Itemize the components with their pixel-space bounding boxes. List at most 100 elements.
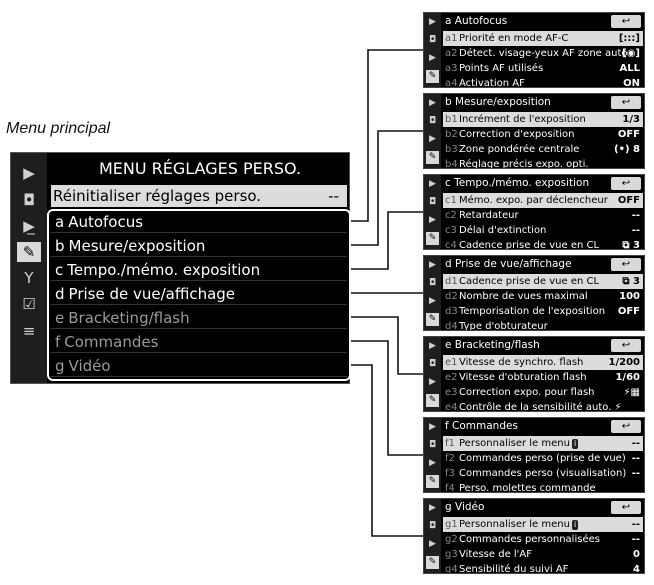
setting-label: Activation AF <box>459 78 525 88</box>
wrench-icon[interactable]: Y <box>24 269 34 287</box>
submenu-row-e4[interactable]: e4Contrôle de la sensibilité auto. ⚡ <box>443 400 643 411</box>
playback-icon[interactable]: ▶ <box>429 98 436 108</box>
movie-icon[interactable]: ▶ <box>429 53 436 63</box>
reset-label: Réinitialiser réglages perso. <box>53 187 262 205</box>
pencil-icon[interactable]: ✎ <box>426 151 439 164</box>
info-icon: i <box>571 439 579 449</box>
submenu-title: g Vidéo <box>445 501 485 513</box>
playback-icon[interactable]: ▶ <box>429 422 436 432</box>
pencil-icon[interactable]: ✎ <box>426 70 439 83</box>
pencil-icon[interactable]: ✎ <box>426 556 439 569</box>
return-icon[interactable]: ↩ <box>611 339 641 352</box>
submenu-row-d1[interactable]: d1Cadence prise de vue en CL⧉ 3 <box>443 274 643 289</box>
my-menu-icon[interactable]: ≡ <box>22 322 36 340</box>
movie-icon[interactable]: ▶ <box>429 296 436 306</box>
pencil-icon[interactable]: ✎ <box>426 394 439 407</box>
pencil-icon[interactable]: ✎ <box>426 475 439 488</box>
setting-code: a4 <box>445 78 458 88</box>
pencil-icon[interactable]: ✎ <box>426 232 439 245</box>
return-icon[interactable]: ↩ <box>611 177 641 190</box>
playback-icon[interactable]: ▶ <box>429 17 436 27</box>
playback-icon[interactable]: ▶ <box>429 341 436 351</box>
camera-icon[interactable]: ◘ <box>428 359 437 369</box>
return-icon[interactable]: ↩ <box>611 501 641 514</box>
menu-item-label: Autofocus <box>68 213 144 231</box>
submenu-row-g2[interactable]: g2Commandes personnalisées-- <box>443 532 643 547</box>
return-icon[interactable]: ↩ <box>611 258 641 271</box>
submenu-title: b Mesure/exposition <box>445 96 551 108</box>
camera-icon[interactable]: ◘ <box>23 191 35 209</box>
submenu-row-e3[interactable]: e3Correction expo. pour flash⚡▦ <box>443 385 643 400</box>
reset-custom-settings-item[interactable]: Réinitialiser réglages perso. -- <box>51 185 347 207</box>
movie-icon[interactable]: ▶ <box>429 377 436 387</box>
camera-icon[interactable]: ◘ <box>428 116 437 126</box>
submenu-b: ▶ ◘ ▶ ✎ b Mesure/exposition ↩ b1Incrément de l… <box>423 93 645 169</box>
return-icon[interactable]: ↩ <box>611 420 641 433</box>
setting-code: g1 <box>445 519 458 530</box>
playback-icon[interactable]: ▶ <box>23 164 35 182</box>
movie-icon[interactable]: ▶̲ <box>23 217 35 235</box>
return-icon[interactable]: ↩ <box>611 15 641 28</box>
menu-item-letter: f <box>55 333 61 351</box>
camera-icon[interactable]: ◘ <box>428 278 437 288</box>
setting-value: OFF <box>617 195 640 206</box>
submenu-row-b3[interactable]: b3Zone pondérée centrale(•) 8 <box>443 142 643 157</box>
menu-item-letter: d <box>55 285 65 303</box>
camera-icon[interactable]: ◘ <box>428 35 437 45</box>
playback-icon[interactable]: ▶ <box>429 503 436 513</box>
camera-icon[interactable]: ◘ <box>428 521 437 531</box>
setting-value: 4 <box>633 564 640 574</box>
setting-code: b2 <box>445 129 458 140</box>
setting-value: OFF <box>617 129 640 140</box>
movie-icon[interactable]: ▶ <box>429 458 436 468</box>
submenu-row-d4[interactable]: d4Type d'obturateur <box>443 319 643 330</box>
playback-icon[interactable]: ▶ <box>429 179 436 189</box>
setting-label: Incrément de l'exposition <box>459 114 586 125</box>
camera-icon[interactable]: ◘ <box>428 197 437 207</box>
pencil-icon[interactable]: ✎ <box>17 242 41 262</box>
playback-icon[interactable]: ▶ <box>429 260 436 270</box>
retouch-icon[interactable]: ☑ <box>22 295 36 313</box>
setting-label: Temporisation de l'exposition <box>459 306 606 317</box>
movie-icon[interactable]: ▶ <box>429 215 436 225</box>
camera-icon[interactable]: ◘ <box>428 440 437 450</box>
setting-value: ALL <box>619 63 640 74</box>
setting-value: -- <box>631 468 640 479</box>
return-icon[interactable]: ↩ <box>611 96 641 109</box>
movie-icon[interactable]: ▶ <box>429 539 436 549</box>
pencil-icon[interactable]: ✎ <box>426 313 439 326</box>
submenu-row-b4[interactable]: b4Réglage précis expo. opti. <box>443 157 643 168</box>
movie-icon[interactable]: ▶ <box>429 134 436 144</box>
setting-label: Vitesse de synchro. flash <box>459 357 584 368</box>
